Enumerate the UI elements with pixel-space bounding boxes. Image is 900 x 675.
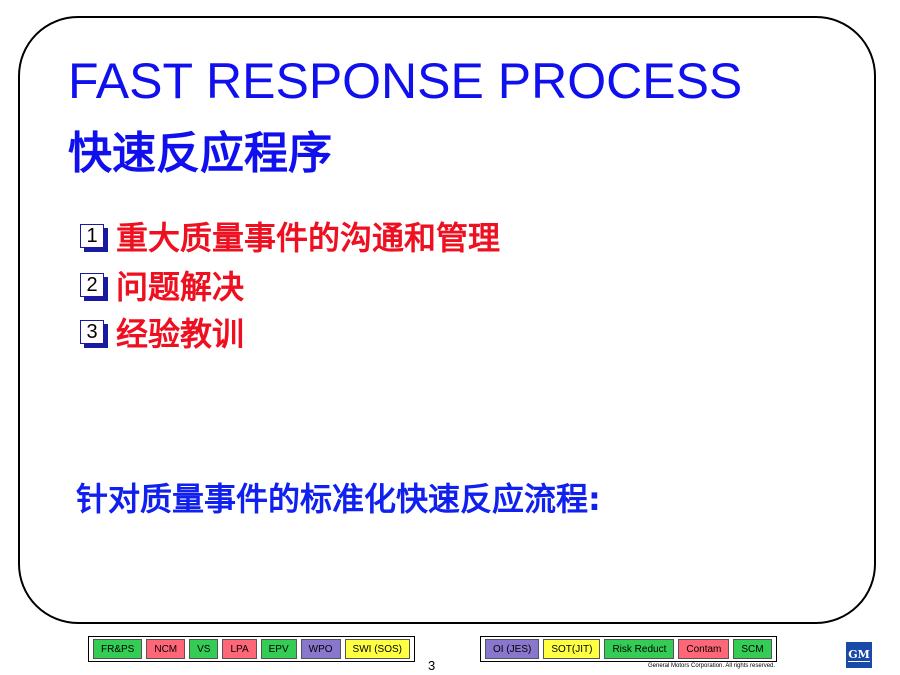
nav-button-risk-reduct[interactable]: Risk Reduct bbox=[604, 639, 675, 659]
number-box-icon: 3 bbox=[80, 320, 108, 348]
slide-frame bbox=[18, 16, 876, 624]
nav-button-ncm[interactable]: NCM bbox=[146, 639, 186, 659]
number-box-icon: 1 bbox=[80, 224, 108, 252]
nav-button-vs[interactable]: VS bbox=[189, 639, 219, 659]
list-item-3: 3 经验教训 bbox=[80, 318, 244, 350]
list-item-1: 1 重大质量事件的沟通和管理 bbox=[80, 222, 500, 254]
slide-title-english: FAST RESPONSE PROCESS bbox=[68, 53, 743, 109]
list-item-label: 经验教训 bbox=[116, 315, 245, 353]
number-box-icon: 2 bbox=[80, 273, 108, 301]
list-item-label: 重大质量事件的沟通和管理 bbox=[116, 219, 501, 257]
nav-button-oi-jes[interactable]: OI (JES) bbox=[485, 639, 540, 659]
nav-button-wpo[interactable]: WPO bbox=[300, 639, 341, 659]
copyright-text: General Motors Corporation. All rights r… bbox=[648, 663, 776, 669]
nav-button-contam[interactable]: Contam bbox=[678, 639, 730, 659]
nav-button-scm[interactable]: SCM bbox=[733, 639, 772, 659]
nav-button-epv[interactable]: EPV bbox=[260, 639, 297, 659]
list-item-number: 1 bbox=[80, 224, 104, 248]
nav-button-lpa[interactable]: LPA bbox=[222, 639, 257, 659]
list-item-2: 2 问题解决 bbox=[80, 271, 244, 303]
gm-logo-text: GM bbox=[848, 647, 870, 662]
slide-subtitle: 针对质量事件的标准化快速反应流程: bbox=[76, 480, 601, 518]
list-item-label: 问题解决 bbox=[116, 268, 245, 306]
gm-logo-icon: GM bbox=[846, 642, 872, 668]
nav-button-swi-sos[interactable]: SWI (SOS) bbox=[344, 639, 410, 659]
list-item-number: 2 bbox=[80, 273, 104, 297]
list-item-number: 3 bbox=[80, 320, 104, 344]
slide-title-chinese: 快速反应程序 bbox=[68, 128, 332, 179]
nav-button-sot-jit[interactable]: SOT(JIT) bbox=[543, 639, 601, 659]
page-number: 3 bbox=[428, 658, 436, 673]
nav-button-fr-ps[interactable]: FR&PS bbox=[93, 639, 143, 659]
